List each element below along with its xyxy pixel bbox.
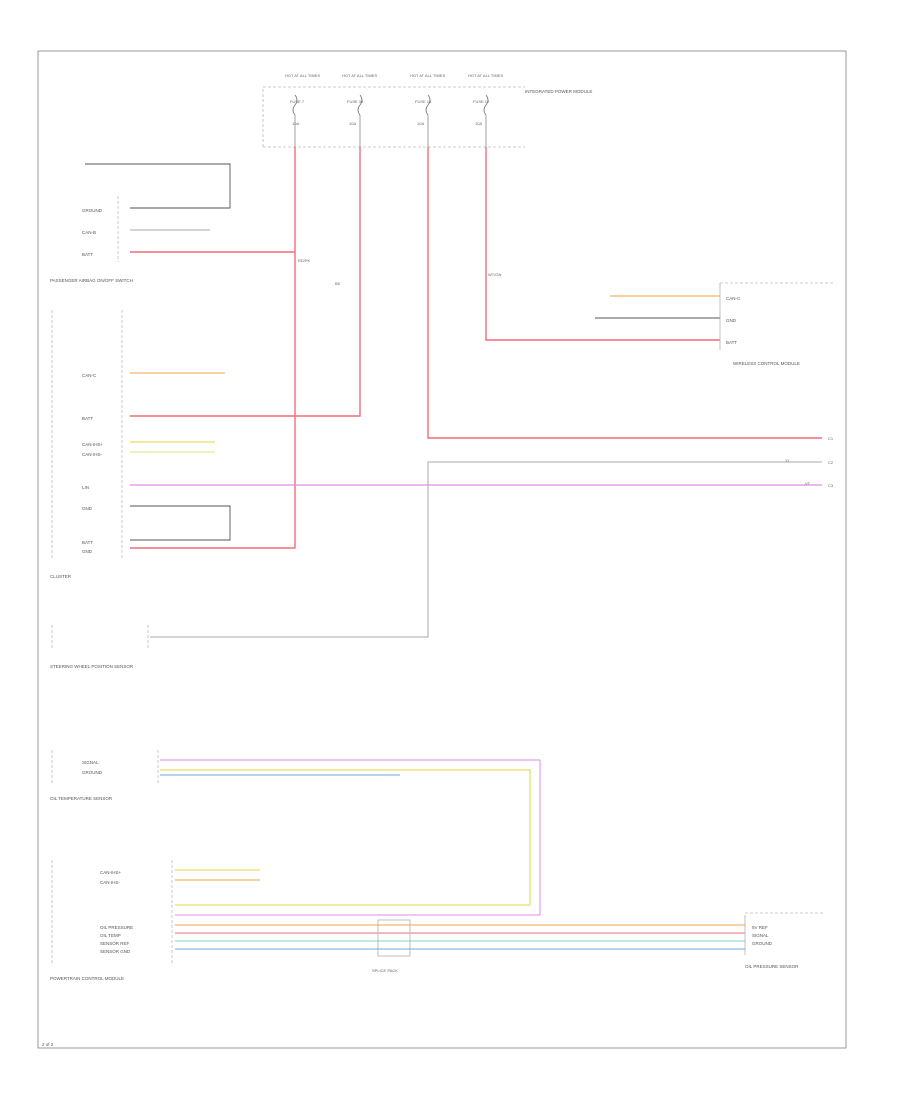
page-reference: 2 of 2: [42, 1042, 54, 1047]
right-connector-0: C1: [828, 436, 834, 441]
powertrain-module-label: POWERTRAIN CONTROL MODULE: [50, 976, 124, 981]
wireless-module-label: WIRELESS CONTROL MODULE: [733, 361, 800, 366]
wire-label-black: BK: [335, 281, 341, 286]
fuse-3-label: FUSE 13: [415, 99, 432, 104]
oil-press-pin-2: GROUND: [752, 941, 773, 946]
oil-press-pin-1: SIGNAL: [752, 933, 769, 938]
pcm-pin-2: OIL PRESSURE: [100, 925, 133, 930]
oil-temp-pin-1: GROUND: [82, 770, 103, 775]
oil-pressure-sensor-label: OIL PRESSURE SENSOR: [745, 964, 799, 969]
fuse-icon: [357, 94, 363, 116]
pcm-pin-1: CAN-IHS-: [100, 880, 121, 885]
fuse-1-top: HOT AT ALL TIMES: [285, 73, 320, 78]
right-connector-1: C2: [828, 460, 834, 465]
cluster-label: CLUSTER: [50, 574, 72, 579]
wire-can-steering: [150, 461, 822, 638]
oil-temp-pin-0: SIGNAL: [82, 760, 99, 765]
fuse-block-label: INTEGRATED POWER MODULE: [525, 89, 592, 94]
cluster-pin-1: BATT: [82, 416, 93, 421]
pcm-pin-5: SENSOR GND: [100, 949, 131, 954]
airbag-pin-0: GROUND: [82, 208, 103, 213]
pcm-pin-3: OIL TEMP: [100, 933, 121, 938]
cluster-pin-7: GND: [82, 549, 93, 554]
oil-press-pin-0: 5V REF: [752, 925, 768, 930]
splice-pack-box: [377, 919, 411, 957]
fuse-4-top: HOT AT ALL TIMES: [468, 73, 503, 78]
fuse-1-label: FUSE 7: [290, 99, 305, 104]
wire-batt-right: [427, 147, 822, 439]
wire-batt-cluster: [130, 147, 296, 549]
wire-batt-cluster-2: [130, 147, 361, 417]
fuse-4-amps: 10A: [475, 121, 482, 126]
pcm-pin-0: CAN-IHS+: [100, 870, 122, 875]
fuse-4-label: FUSE 12: [473, 99, 490, 104]
wire-oil-temp-signal: [160, 759, 541, 916]
pcm-pin-4: SENSOR REF: [100, 941, 130, 946]
wireless-pin-1: GND: [726, 318, 737, 323]
wire-oil-temp-ground: [160, 769, 531, 906]
wire-ground-airbag: [85, 163, 231, 209]
airbag-pin-2: BATT: [82, 252, 93, 257]
wire-label-violet: VT: [805, 481, 811, 486]
cluster-pin-2: CAN-IHS+: [82, 442, 104, 447]
oil-temp-sensor-label: OIL TEMPERATURE SENSOR: [50, 796, 113, 801]
diagram-frame: [37, 50, 847, 1049]
fuse-2-label: FUSE 30: [347, 99, 364, 104]
fuse-1-amps: 10A: [292, 121, 299, 126]
cluster-pin-4: LIN: [82, 485, 89, 490]
fuse-block: INTEGRATED POWER MODULE HOT AT ALL TIMES…: [262, 73, 592, 148]
wire-label-red: RD/PK: [298, 258, 311, 263]
airbag-pin-1: CAN-B: [82, 230, 96, 235]
steering-sensor-label: STEERING WHEEL POSITION SENSOR: [50, 664, 134, 669]
cluster-pin-3: CAN-IHS-: [82, 452, 103, 457]
wire-label-white-green: WT/GN: [488, 272, 501, 277]
wireless-pin-0: CAN-C: [726, 296, 741, 301]
fuse-icon: [425, 94, 431, 116]
cluster-pin-6: BATT: [82, 540, 93, 545]
fuse-2-amps: 10A: [349, 121, 356, 126]
wire-label-yellow: YL: [785, 458, 791, 463]
wireless-pin-2: BATT: [726, 340, 737, 345]
wire-gnd-cluster: [130, 505, 231, 541]
fuse-icon: [483, 94, 489, 116]
fuse-2-top: HOT AT ALL TIMES: [342, 73, 377, 78]
passenger-airbag-label: PASSENGER AIRBAG ON/OFF SWITCH: [50, 278, 133, 283]
fuse-icon: [292, 94, 298, 116]
cluster-pin-5: GND: [82, 506, 93, 511]
fuse-3-top: HOT AT ALL TIMES: [410, 73, 445, 78]
right-connector-2: C3: [828, 483, 834, 488]
wire-batt-wireless: [485, 147, 720, 341]
splice-pack-label: SPLICE PACK: [372, 968, 398, 973]
fuse-3-amps: 10A: [417, 121, 424, 126]
cluster-pin-0: CAN-C: [82, 373, 97, 378]
